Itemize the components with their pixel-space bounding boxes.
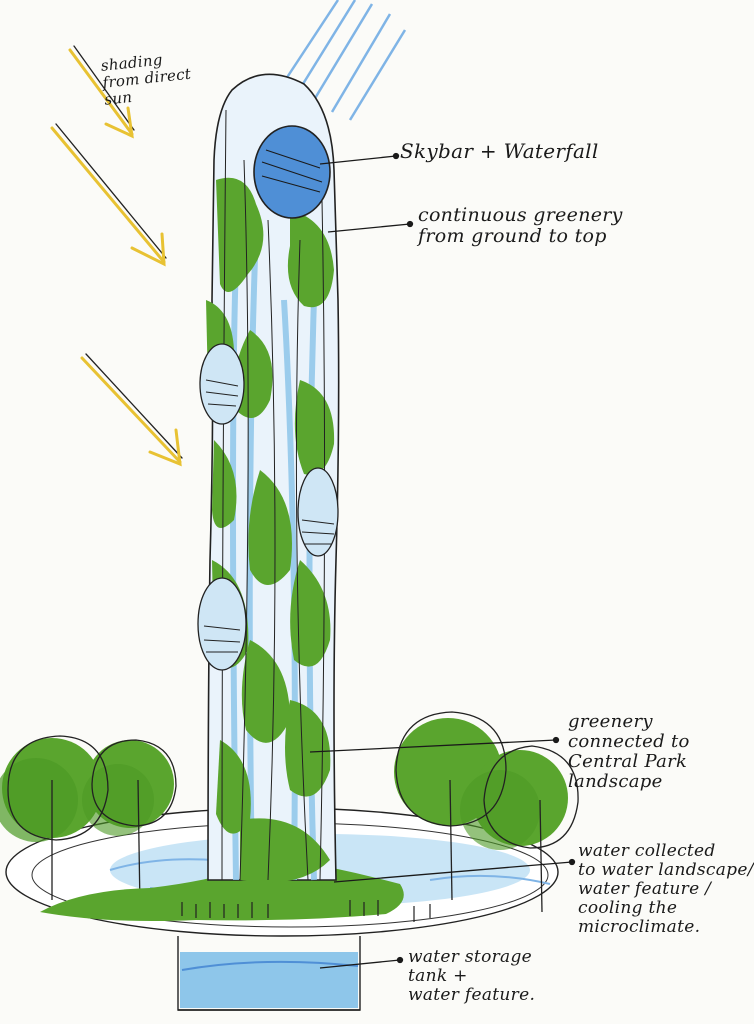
sun-arrows (50, 45, 183, 467)
sun-arrow-1 (68, 45, 135, 139)
label-water-storage: water storage tank + water feature. (408, 947, 536, 1006)
rain-streaks (282, 0, 407, 121)
pod-lower-left (197, 577, 247, 671)
tower (197, 73, 340, 883)
leader-lines (309, 152, 576, 969)
label-continuous-greenery: continuous greenery from ground to top (418, 204, 623, 248)
label-water-collected: water collected to water landscape/ wate… (578, 841, 754, 938)
sun-arrow-2 (50, 123, 167, 267)
trees-right (394, 711, 579, 913)
pod-right (297, 467, 339, 557)
label-greenery-central-park: greenery connected to Central Park lands… (568, 711, 690, 793)
trees-left (0, 735, 177, 909)
label-skybar-waterfall: Skybar + Waterfall (400, 139, 599, 163)
sun-arrow-3 (80, 353, 183, 467)
water-storage-tank (177, 936, 361, 1011)
pod-upper-left (199, 343, 245, 425)
